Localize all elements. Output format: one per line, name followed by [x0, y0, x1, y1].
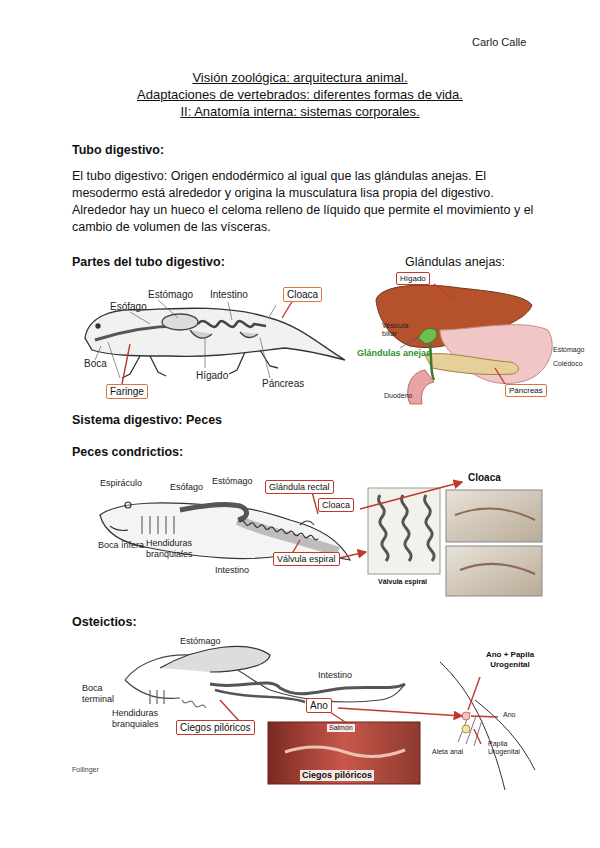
box-text: Cloaca: [287, 289, 318, 300]
fish-ventral-sketch: [440, 662, 535, 790]
text-label: Estómago: [212, 476, 253, 487]
text-label: Vesícula biliar: [382, 322, 414, 339]
text-label: Esófago: [110, 301, 147, 313]
text-label: Ciegos pilóricos: [300, 770, 374, 781]
text-label: Intestino: [210, 289, 248, 301]
text-label: Sistema digestivo: Peces: [72, 413, 222, 428]
label-box: Ano: [306, 698, 332, 713]
page-title: Visión zoológica: arquitectura animal.: [0, 70, 600, 86]
text-label: Ano + Papila Urogenital: [470, 650, 550, 669]
text-label: Estómago: [180, 636, 221, 647]
label-box: Cloaca: [283, 287, 322, 302]
text-label: Hendiduras branquiales: [112, 708, 170, 730]
text-label: Estómago: [148, 289, 193, 301]
label-box: Faringe: [106, 384, 148, 399]
text-label: Carlo Calle: [472, 36, 526, 49]
text-label: Cloaca: [468, 472, 501, 484]
box-text: Ciegos pilóricos: [180, 722, 251, 733]
salmon-photo: [268, 722, 420, 784]
text-label: Duodeno: [384, 392, 412, 400]
label-box: Válvula espiral: [273, 552, 340, 566]
text-label: Glándulas anejas: [357, 348, 431, 359]
box-text: Hígado: [400, 274, 426, 283]
text-label: Osteictios:: [72, 615, 137, 630]
spiral-valve-panel: [368, 488, 542, 596]
text-label: Glándulas anejas:: [405, 255, 505, 270]
text-label: Esófago: [170, 482, 203, 493]
text-label: Colédoco: [553, 360, 583, 368]
text-label: Boca: [84, 358, 107, 370]
text-label: Espiráculo: [100, 478, 142, 489]
text-label: Tubo digestivo:: [72, 143, 164, 158]
text-label: Adaptaciones de vertebrados: diferentes …: [0, 87, 600, 103]
text-label: Hígado: [196, 370, 228, 382]
box-text: Ano: [310, 700, 328, 711]
box-text: Glándula rectal: [269, 482, 330, 492]
box-text: Páncreas: [509, 386, 543, 395]
box-text: Cloaca: [322, 500, 350, 510]
text-label: Intestino: [215, 565, 249, 576]
text-label: Estómago: [553, 346, 585, 354]
label-box: Cloaca: [318, 498, 354, 512]
text-label: Hendiduras branquiales: [146, 538, 208, 560]
box-text: Faringe: [110, 386, 144, 397]
text-label: Páncreas: [262, 378, 304, 390]
text-label: El tubo digestivo: Origen endodérmico al…: [72, 168, 542, 236]
text-label: Ano: [503, 711, 515, 719]
label-box: Hígado: [396, 272, 430, 285]
label-box: Glándula rectal: [265, 480, 334, 494]
text-label: Boca terminal: [82, 683, 124, 705]
text-label: Papila Urogenital: [488, 740, 532, 757]
text-label: Partes del tubo digestivo:: [72, 255, 225, 270]
text-label: Boca ínfera: [98, 540, 144, 551]
text-label: Peces condrictios:: [72, 445, 183, 460]
text-label: Aleta anal: [432, 748, 463, 756]
label-box: Páncreas: [505, 384, 547, 397]
text-label: Válvula espiral: [376, 578, 429, 586]
text-label: II: Anatomía interna: sistemas corporale…: [0, 104, 600, 120]
bony-fish-figure: [125, 646, 405, 708]
leader-lines: [122, 284, 505, 744]
text-label: Salmón: [327, 724, 355, 732]
box-text: Válvula espiral: [277, 554, 336, 564]
label-box: Ciegos pilóricos: [176, 720, 255, 735]
liver-figure: [376, 285, 552, 404]
text-label: Foilinger: [72, 766, 99, 774]
text-label: Intestino: [318, 670, 352, 681]
salamander-figure: [85, 300, 345, 378]
